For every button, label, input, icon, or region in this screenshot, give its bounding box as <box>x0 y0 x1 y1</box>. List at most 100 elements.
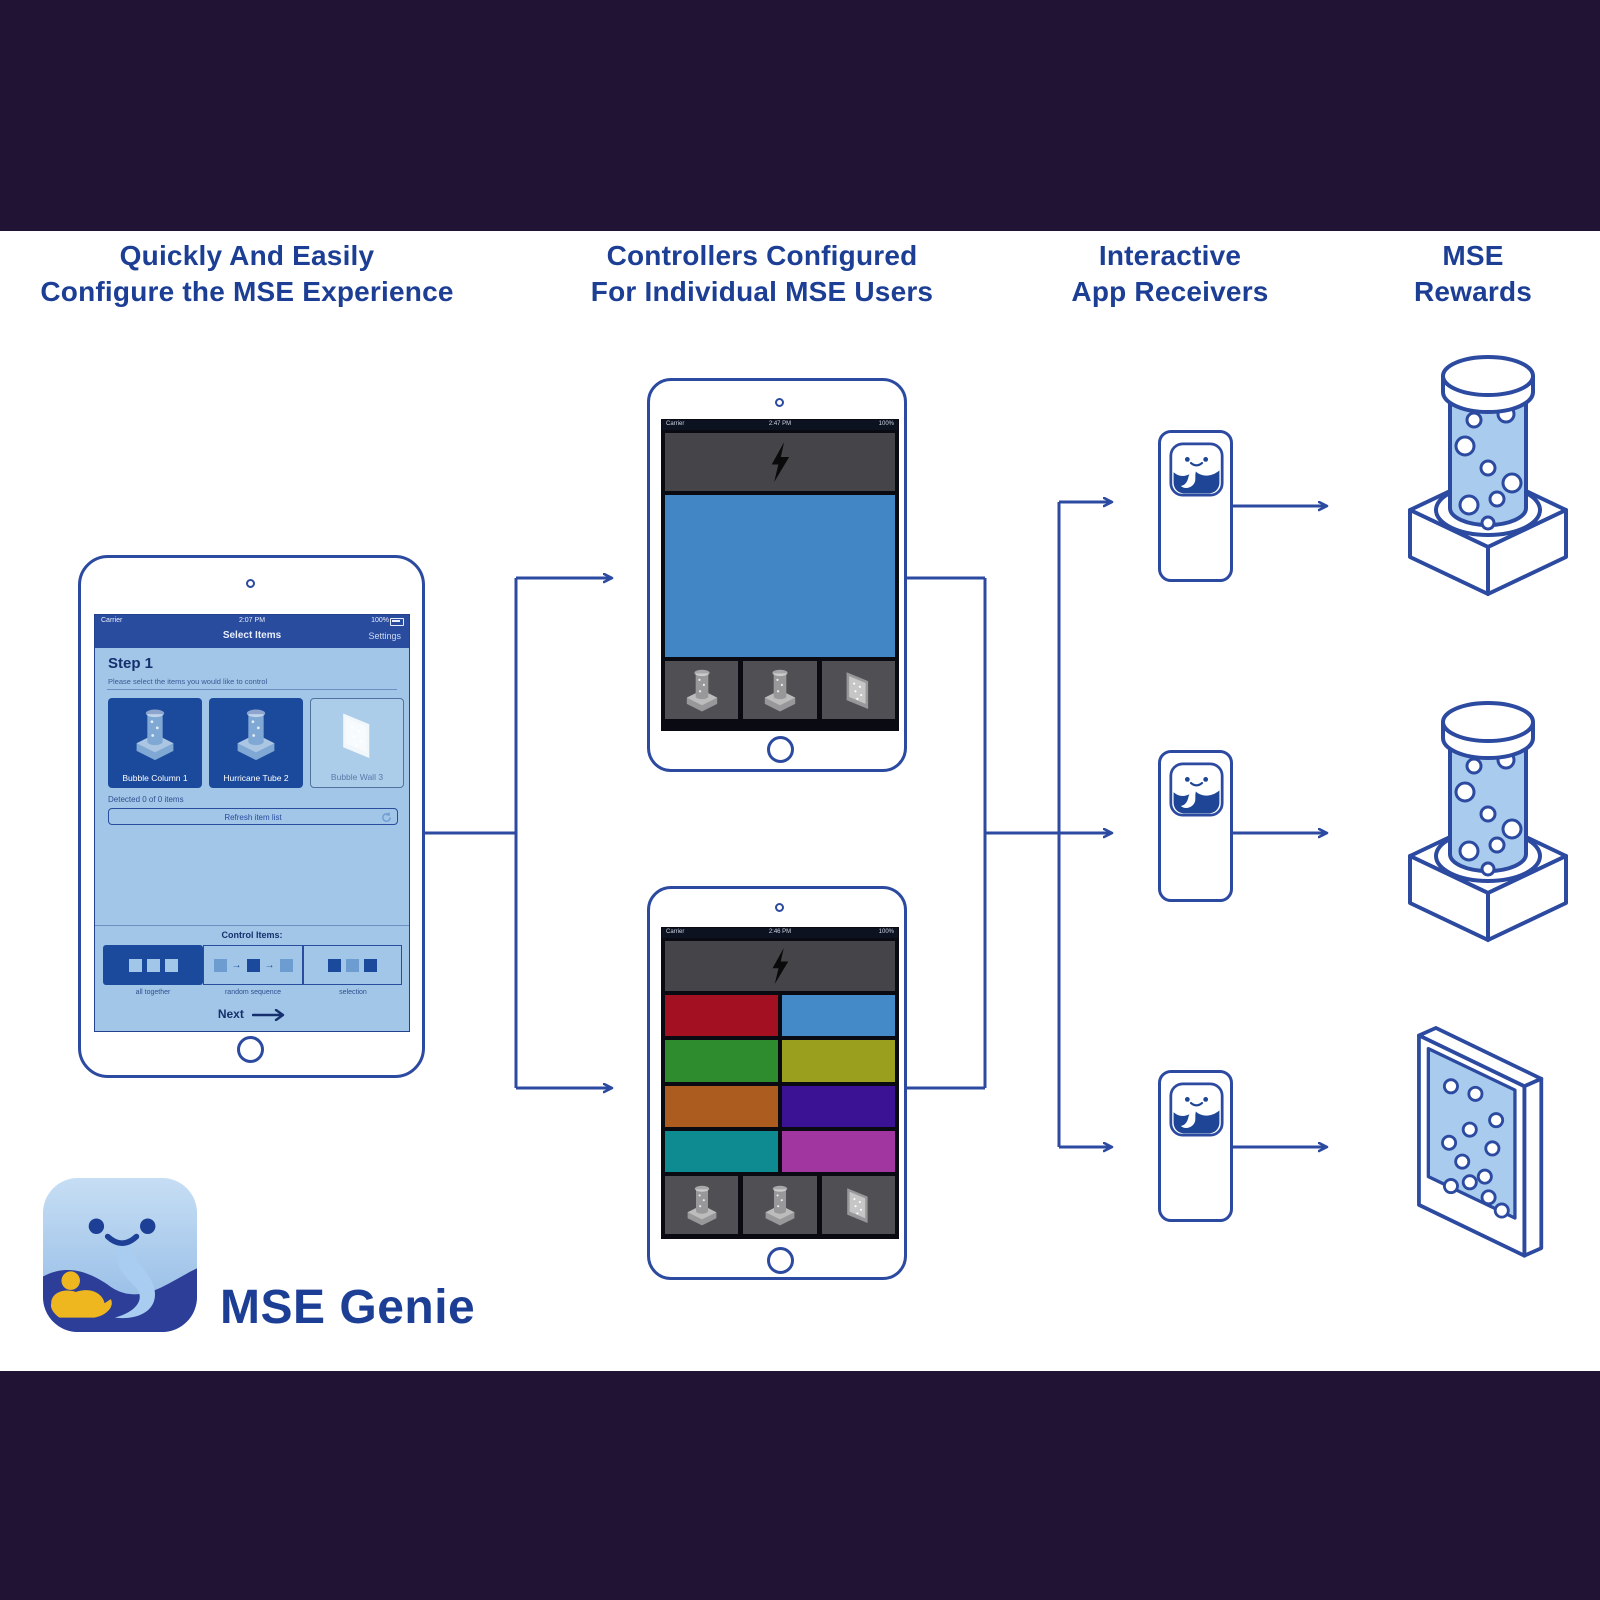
item-tile-row <box>665 661 895 719</box>
refresh-icon <box>382 812 391 822</box>
item-tile-bubble-wall[interactable] <box>821 1176 895 1234</box>
color-tile-blue[interactable] <box>782 995 895 1037</box>
item-card-hurricane-tube-2[interactable]: Hurricane Tube 2 <box>209 698 303 788</box>
random-sequence-icon: →→ <box>204 946 302 984</box>
item-card-label: Bubble Column 1 <box>122 773 188 783</box>
item-tile-bubble-wall[interactable] <box>821 661 895 719</box>
item-tile-hurricane-tube[interactable] <box>743 1176 817 1234</box>
color-tile-orange[interactable] <box>665 1085 778 1127</box>
heading-configure: Quickly And Easily Configure the MSE Exp… <box>20 238 474 310</box>
control-mode-label: selection <box>339 989 367 996</box>
home-button[interactable] <box>237 1036 264 1063</box>
control-mode-random-sequence[interactable]: →→ <box>203 945 303 985</box>
heading-receivers: Interactive App Receivers <box>1010 238 1330 310</box>
control-mode-label: all together <box>135 989 171 996</box>
color-tile-grid <box>665 995 895 1172</box>
refresh-button[interactable]: Refresh item list <box>108 808 398 825</box>
color-tile-magenta[interactable] <box>782 1130 895 1172</box>
battery-label: 100% <box>878 929 894 935</box>
next-arrow-icon <box>251 1008 285 1022</box>
step-title: Step 1 <box>108 655 154 672</box>
controller-screen: Carrier 2:47 PM 100% <box>661 419 899 731</box>
activate-header[interactable] <box>665 941 895 991</box>
color-tile-red[interactable] <box>665 995 778 1037</box>
bottom-band <box>0 1371 1600 1600</box>
heading-line: For Individual MSE Users <box>590 276 934 307</box>
control-mode-label: random sequence <box>224 989 282 996</box>
hurricane-tube-icon <box>233 706 279 762</box>
reward-bubble-column <box>1398 342 1578 602</box>
hurricane-tube-icon <box>761 667 799 713</box>
bubble-column-icon <box>132 706 178 762</box>
refresh-button-label: Refresh item list <box>224 813 282 822</box>
next-button-label: Next <box>217 1007 244 1021</box>
lightning-bolt-icon <box>769 948 791 984</box>
bubble-wall-icon <box>839 667 877 713</box>
lightning-bolt-icon <box>768 442 792 482</box>
reward-bubble-wall <box>1402 1018 1562 1292</box>
home-button[interactable] <box>767 736 794 763</box>
divider <box>95 925 409 926</box>
genie-lamp-icon <box>50 1271 112 1318</box>
color-tile-violet[interactable] <box>782 1085 895 1127</box>
carrier-label: Carrier <box>101 617 123 624</box>
app-name: MSE Genie <box>220 1281 476 1334</box>
heading-line: MSE <box>1442 240 1504 271</box>
carrier-label: Carrier <box>666 929 685 935</box>
controller-screen: Carrier 2:46 PM 100% <box>661 927 899 1239</box>
item-tile-row <box>665 1176 895 1234</box>
item-tile-bubble-column[interactable] <box>665 661 739 719</box>
genie-app-icon <box>1169 1082 1224 1137</box>
heading-rewards: MSE Rewards <box>1363 238 1583 310</box>
item-card-label: Hurricane Tube 2 <box>223 773 289 783</box>
control-mode-selection[interactable] <box>303 945 402 985</box>
battery-icon <box>390 618 404 626</box>
top-band <box>0 0 1600 231</box>
time-label: 2:46 PM <box>768 929 792 935</box>
controller-ipad-top: Carrier 2:47 PM 100% <box>647 378 907 772</box>
time-label: 2:47 PM <box>768 421 792 427</box>
controller-ipad-bottom: Carrier 2:46 PM 100% <box>647 886 907 1280</box>
color-tile-olive[interactable] <box>782 1040 895 1082</box>
status-bar: Carrier 2:47 PM 100% <box>662 420 898 430</box>
battery-label: 100% <box>371 617 389 624</box>
bubble-wall-icon <box>334 707 380 763</box>
app-receiver-3 <box>1158 1070 1233 1222</box>
heading-line: Interactive <box>1098 240 1242 271</box>
item-card-bubble-column-1[interactable]: Bubble Column 1 <box>108 698 202 788</box>
heading-line: Rewards <box>1413 276 1533 307</box>
camera-dot <box>246 579 255 588</box>
control-mode-all-together[interactable] <box>103 945 203 985</box>
next-button[interactable]: Next <box>95 1007 409 1022</box>
heading-line: Quickly And Easily <box>119 240 375 271</box>
camera-dot <box>775 903 784 912</box>
activate-header[interactable] <box>665 433 895 491</box>
bubble-column-icon <box>683 667 721 713</box>
color-tile-green[interactable] <box>665 1040 778 1082</box>
display-panel[interactable] <box>665 495 895 657</box>
bubble-column-icon <box>684 1183 720 1227</box>
app-receiver-2 <box>1158 750 1233 902</box>
all-together-icon <box>103 945 203 985</box>
battery-label: 100% <box>878 421 894 427</box>
home-button[interactable] <box>767 1247 794 1274</box>
heading-controllers: Controllers Configured For Individual MS… <box>540 238 984 310</box>
heading-line: App Receivers <box>1071 276 1269 307</box>
nav-title: Select Items <box>222 630 282 641</box>
time-label: 2:07 PM <box>238 617 266 624</box>
settings-button[interactable]: Settings <box>368 631 401 641</box>
genie-app-icon <box>1169 442 1224 497</box>
color-tile-teal[interactable] <box>665 1130 778 1172</box>
item-tile-hurricane-tube[interactable] <box>743 661 817 719</box>
hurricane-tube-icon <box>762 1183 798 1227</box>
selection-icon <box>304 946 401 984</box>
bubble-wall-icon <box>840 1183 876 1227</box>
status-bar: Carrier 2:07 PM 100% <box>95 616 409 627</box>
item-card-bubble-wall-3[interactable]: Bubble Wall 3 <box>310 698 404 788</box>
camera-dot <box>775 398 784 407</box>
mse-genie-logo-icon <box>43 1178 197 1332</box>
control-items-label: Control Items: <box>221 930 283 940</box>
step-subtitle: Please select the items you would like t… <box>108 677 268 686</box>
item-tile-bubble-column[interactable] <box>665 1176 739 1234</box>
